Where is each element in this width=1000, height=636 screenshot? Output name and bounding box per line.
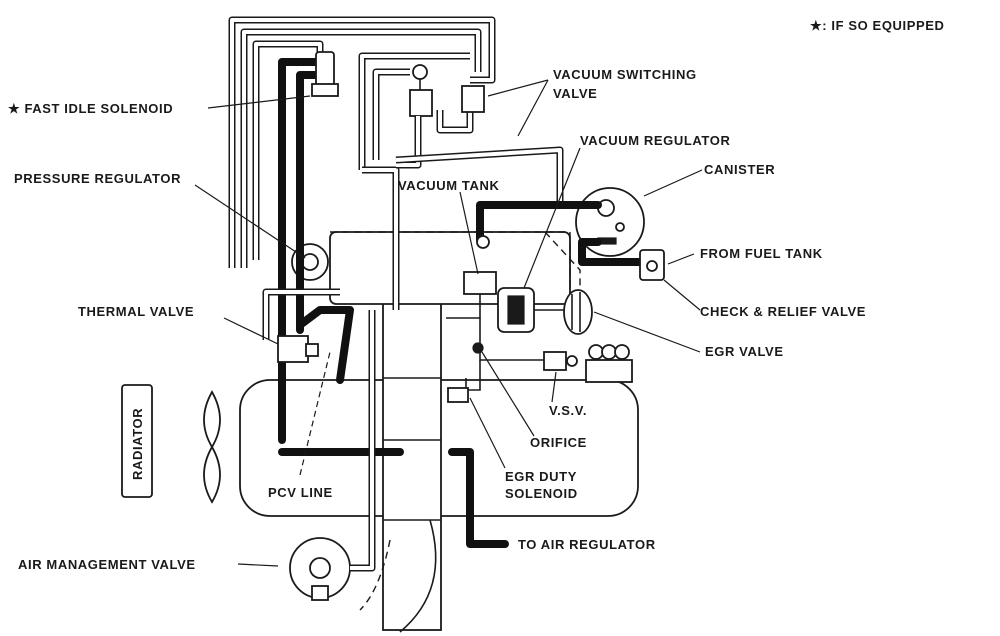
hose-to-air-regulator (448, 448, 509, 548)
vacuum-switching-valve-2 (461, 85, 485, 113)
label-pcv-line: PCV LINE (268, 485, 333, 500)
leader-thermal-valve (223, 317, 279, 345)
vsv-port (566, 355, 578, 367)
leader-fuel-tank (667, 253, 695, 265)
bottom-pipe (399, 519, 437, 633)
label-egr-valve: EGR VALVE (705, 344, 784, 359)
thermal-valve-cap (305, 343, 319, 357)
hose-black-left-2 (296, 71, 324, 334)
check-relief-valve-core (646, 260, 658, 272)
hose-fuel-tank (578, 238, 644, 266)
pressure-regulator-core (301, 253, 319, 271)
vsv1-cap (412, 64, 428, 80)
label-from-fuel-tank: FROM FUEL TANK (700, 246, 823, 261)
label-egr-duty-2: SOLENOID (505, 486, 578, 501)
label-canister: CANISTER (704, 162, 775, 177)
label-to-air-regulator: TO AIR REGULATOR (518, 537, 656, 552)
hose-vsv-down-inner (362, 168, 398, 310)
intake-column (382, 299, 442, 631)
hose-thermal-inner (264, 290, 340, 340)
fast-idle-solenoid-base (311, 83, 339, 97)
filter-coil (601, 344, 617, 360)
air-management-valve-core (309, 557, 331, 579)
label-fast-idle-solenoid: ★ FAST IDLE SOLENOID (8, 101, 173, 116)
orifice (472, 342, 484, 354)
vacuum-switching-valve-1 (409, 89, 433, 117)
leader-vacuum-tank (459, 191, 479, 275)
label-vacuum-switching-1: VACUUM SWITCHING (553, 67, 697, 82)
leader-fast-idle (207, 95, 311, 109)
radiator-label: RADIATOR (130, 408, 145, 480)
radiator-box (121, 384, 153, 498)
leader-vsv (487, 79, 549, 137)
hose-vsv-mid (372, 68, 410, 160)
leader-vsv-valve (551, 371, 557, 403)
label-thermal-valve: THERMAL VALVE (78, 304, 194, 319)
air-management-valve-base (311, 585, 329, 601)
filter-coil (614, 344, 630, 360)
vacuum-tank-fitting (463, 271, 497, 295)
plenum-dashed-2 (544, 231, 581, 300)
hose-vsv-link (436, 110, 474, 134)
canister-port-2 (615, 222, 625, 232)
thermal-valve (277, 335, 309, 363)
leader-pressure-regulator (194, 184, 306, 259)
leader-check-relief (663, 279, 701, 311)
hose-black-left (278, 58, 322, 444)
filter-coil (588, 344, 604, 360)
hose-black-center (296, 306, 354, 384)
label-air-management-valve: AIR MANAGEMENT VALVE (18, 557, 196, 572)
leader-egr-duty (469, 397, 506, 469)
label-orifice: ORIFICE (530, 435, 587, 450)
plenum-dashed (330, 231, 571, 304)
fast-idle-solenoid (315, 51, 335, 87)
filter-box (585, 359, 633, 383)
hose-inner-loop-inner (242, 30, 480, 268)
line-egr-duty (465, 360, 481, 391)
vsv-valve (543, 351, 567, 371)
hose-vsv-down-2-inner (396, 116, 420, 167)
egr-valve (563, 289, 593, 335)
label-vacuum-regulator: VACUUM REGULATOR (580, 133, 730, 148)
hose-vsv-top-inner (360, 54, 470, 170)
hose-outer-loop-inner (230, 18, 494, 268)
leader-vacuum-regulator (523, 147, 581, 289)
leader-pcv-line (299, 351, 331, 476)
fan-icon (203, 390, 221, 504)
leader-egr-valve (593, 311, 701, 353)
vacuum-regulator-core (507, 295, 525, 325)
hose-vsv-mid-inner (374, 70, 410, 160)
label-vsv: V.S.V. (549, 403, 587, 418)
hose-canister-black (476, 201, 602, 244)
leader-orifice (481, 351, 535, 437)
note-if-so-equipped: ★: IF SO EQUIPPED (810, 18, 945, 33)
leader-canister (643, 169, 703, 197)
egr-duty-solenoid (447, 387, 469, 403)
leader-air-management (237, 563, 279, 567)
label-vacuum-switching-2: VALVE (553, 86, 597, 101)
label-check-relief-valve: CHECK & RELIEF VALVE (700, 304, 866, 319)
hose-vsv-link-inner (438, 110, 472, 132)
vacuum-tank-port (476, 235, 490, 249)
hose-air-management-inner (350, 310, 374, 570)
label-egr-duty-1: EGR DUTY (505, 469, 577, 484)
label-vacuum-tank: VACUUM TANK (398, 178, 499, 193)
label-pressure-regulator: PRESSURE REGULATOR (14, 171, 181, 186)
